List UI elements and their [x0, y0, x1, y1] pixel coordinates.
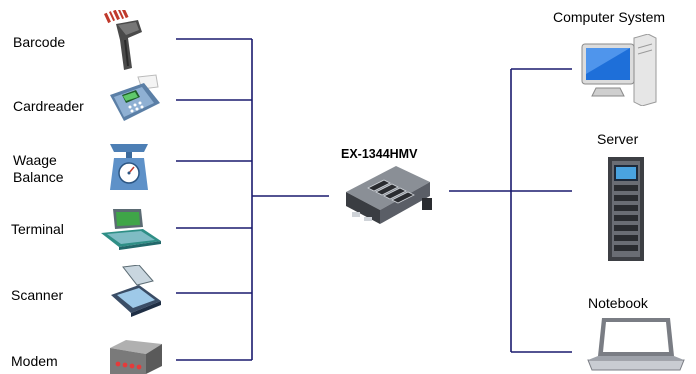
cardreader-label: Cardreader — [13, 98, 84, 114]
modem-label: Modem — [11, 353, 58, 369]
server-rack-icon — [608, 157, 644, 261]
hub-label: EX-1344HMV — [341, 147, 418, 161]
barcode-label: Barcode — [13, 34, 66, 50]
card-reader-icon — [110, 74, 160, 121]
notebook-icon — [587, 318, 685, 371]
terminal-icon — [101, 209, 161, 250]
scale-icon — [110, 144, 148, 190]
computer-label: Computer System — [553, 9, 666, 25]
modem-icon — [110, 340, 162, 374]
computer-icon — [581, 34, 657, 106]
scanner-label: Scanner — [11, 287, 64, 303]
server-label: Server — [597, 131, 639, 147]
barcode-scanner-icon — [104, 10, 142, 70]
scale-label: Waage Balance — [13, 152, 64, 185]
notebook-label: Notebook — [588, 295, 648, 311]
flatbed-scanner-icon — [111, 265, 161, 317]
serial-device-server-icon — [346, 166, 432, 224]
terminal-label: Terminal — [11, 221, 64, 237]
